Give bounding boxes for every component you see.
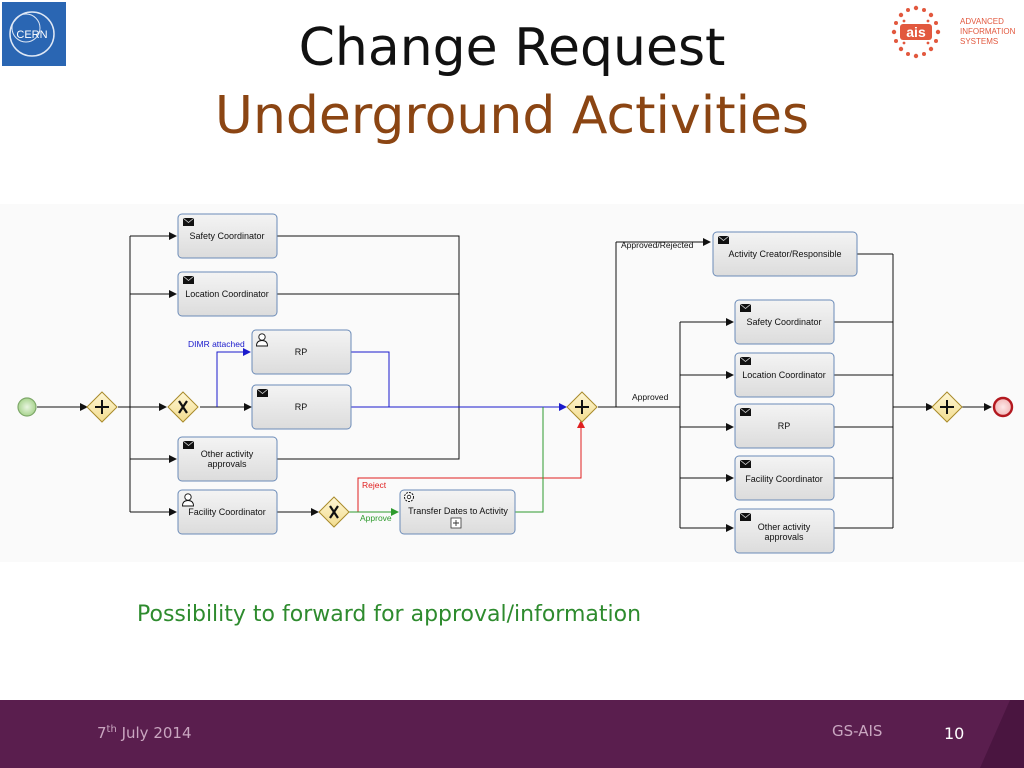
footer-corner <box>980 700 1024 768</box>
approve-flow <box>349 407 544 516</box>
envelope-icon <box>739 303 752 313</box>
task-rp-dimr: RP <box>251 329 352 375</box>
slide-title: Change Request <box>298 18 726 78</box>
cern-logo-graphic: CERN <box>9 11 55 57</box>
ais-line-1: ADVANCED <box>960 17 1004 26</box>
flow-label-dimr: DIMR attached <box>188 339 245 349</box>
parallel-gateway-end <box>931 391 963 423</box>
footer-org: GS-AIS <box>832 722 883 740</box>
task-rp: RP <box>251 384 352 430</box>
task-label: Facility Coordinator <box>745 474 823 484</box>
flow-label-reject: Reject <box>362 480 387 490</box>
footer-date: 7th July 2014 <box>97 724 192 742</box>
task-label: Location Coordinator <box>742 370 826 380</box>
ais-logo-graphic: ais ADVANCED INFORMATION SYSTEMS <box>891 5 1016 59</box>
task-label-line1: Other activity <box>201 449 254 459</box>
dimr-flow <box>216 348 567 411</box>
task-facility-coordinator-left: Facility Coordinator <box>177 489 278 535</box>
task-safety-coordinator-right: Safety Coordinator <box>734 299 835 345</box>
task-label: Safety Coordinator <box>189 231 264 241</box>
task-label: Activity Creator/Responsible <box>728 249 841 259</box>
flow-label-approved: Approved <box>632 392 669 402</box>
exclusive-gateway-dimr <box>167 391 199 423</box>
task-location-coordinator-left: Location Coordinator <box>177 271 278 317</box>
envelope-icon <box>739 459 752 469</box>
task-label: Location Coordinator <box>185 289 269 299</box>
gear-icon <box>404 492 414 502</box>
footer-date-day: 7 <box>97 724 107 742</box>
task-label-line1: Other activity <box>758 522 811 532</box>
task-label: Facility Coordinator <box>188 507 266 517</box>
end-event <box>992 396 1014 418</box>
task-rp-right: RP <box>734 403 835 449</box>
task-facility-coordinator-right: Facility Coordinator <box>734 455 835 501</box>
sequence-flows <box>37 232 992 532</box>
exclusive-gateway-approval <box>318 496 350 528</box>
task-label-line2: approvals <box>764 532 804 542</box>
task-label-line2: approvals <box>207 459 247 469</box>
envelope-icon <box>182 217 195 227</box>
envelope-icon <box>739 407 752 417</box>
slide-caption: Possibility to forward for approval/info… <box>137 602 642 627</box>
task-other-activity-approvals-right: Other activity approvals <box>734 508 835 554</box>
task-label: RP <box>778 421 791 431</box>
task-safety-coordinator-left: Safety Coordinator <box>177 213 278 259</box>
flow-label-approve: Approve <box>360 513 392 523</box>
page-number: 10 <box>944 724 965 743</box>
cern-logo-text: CERN <box>16 29 47 41</box>
task-location-coordinator-right: Location Coordinator <box>734 352 835 398</box>
cern-logo: CERN <box>2 2 66 66</box>
footer-bar <box>0 700 1024 768</box>
envelope-icon <box>182 275 195 285</box>
footer-date-rest: July 2014 <box>116 724 192 742</box>
task-label: RP <box>295 402 308 412</box>
parallel-gateway-join <box>566 391 598 423</box>
ais-mark: ais <box>906 24 926 40</box>
footer-date-sup: th <box>106 724 117 735</box>
task-label: Transfer Dates to Activity <box>408 506 508 516</box>
envelope-icon <box>739 356 752 366</box>
task-transfer-dates: Transfer Dates to Activity <box>399 489 516 535</box>
flow-label-approved-rejected: Approved/Rejected <box>621 240 694 250</box>
envelope-icon <box>739 512 752 522</box>
parallel-gateway-split <box>86 391 118 423</box>
ais-logo: ais ADVANCED INFORMATION SYSTEMS <box>886 2 1022 64</box>
start-event <box>17 397 37 417</box>
slide-subtitle: Underground Activities <box>214 86 810 146</box>
envelope-icon <box>717 235 730 245</box>
envelope-icon <box>256 388 269 398</box>
task-label: Safety Coordinator <box>746 317 821 327</box>
subprocess-expand-icon <box>450 517 462 529</box>
envelope-icon <box>182 440 195 450</box>
ais-line-3: SYSTEMS <box>960 37 998 46</box>
task-label: RP <box>295 347 308 357</box>
task-other-activity-approvals-left: Other activity approvals <box>177 436 278 482</box>
ais-line-2: INFORMATION <box>960 27 1016 36</box>
task-activity-creator: Activity Creator/Responsible <box>712 231 858 277</box>
